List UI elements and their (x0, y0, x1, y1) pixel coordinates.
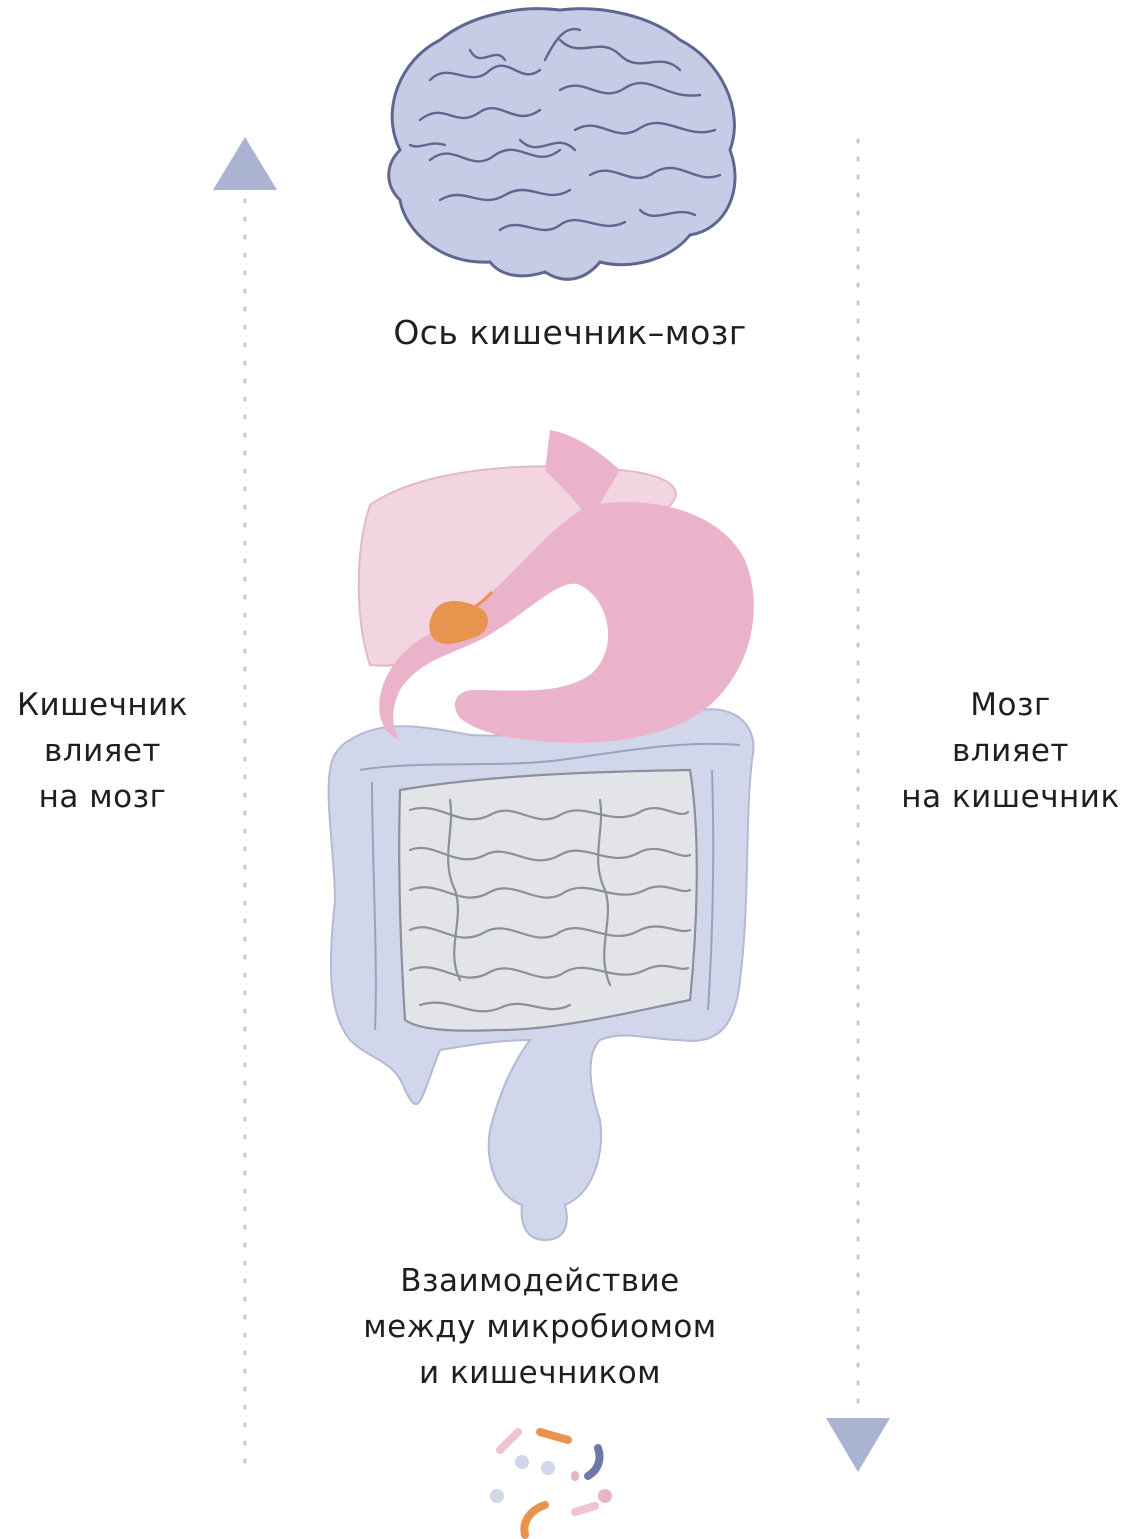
arrow-up-icon (213, 137, 277, 1470)
bottom-label-line: Взаимодействие (330, 1258, 750, 1304)
microbiome-interaction-label: Взаимодействие между микробиомом и кишеч… (330, 1258, 750, 1396)
left-label-line: Кишечник (0, 682, 205, 728)
left-label-line: влияет (0, 728, 205, 774)
left-label-line: на мозг (0, 774, 205, 820)
gut-affects-brain-label: Кишечник влияет на мозг (0, 682, 205, 820)
brain-icon (389, 9, 735, 280)
bottom-label-line: и кишечником (330, 1350, 750, 1396)
right-label-line: Мозг (888, 682, 1133, 728)
digestive-system-icon (329, 430, 754, 1240)
diagram-title: Ось кишечник–мозг (280, 310, 860, 356)
right-label-line: влияет (888, 728, 1133, 774)
right-label-line: на кишечник (888, 774, 1133, 820)
bacteria-icon (490, 1432, 612, 1535)
bottom-label-line: между микробиомом (330, 1304, 750, 1350)
brain-affects-gut-label: Мозг влияет на кишечник (888, 682, 1133, 820)
